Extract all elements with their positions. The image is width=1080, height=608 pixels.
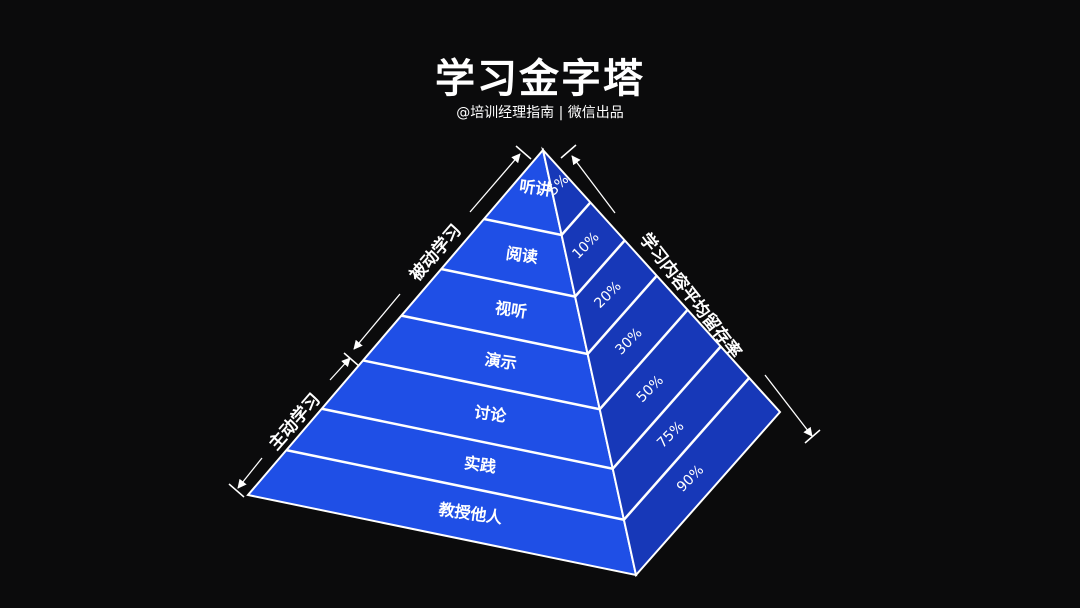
retention-arrow-up [571, 155, 616, 214]
method-label: 阅读 [505, 244, 539, 267]
active-tick-bottom [228, 483, 245, 498]
method-label: 讨论 [473, 402, 508, 425]
level-divider [286, 377, 751, 522]
method-label: 听讲 [518, 176, 552, 199]
passive-tick-bottom [343, 352, 360, 367]
passive-arrow-down [353, 293, 401, 350]
method-label: 实践 [463, 453, 497, 476]
method-label: 视听 [494, 298, 528, 321]
pyramid-side-face [541, 146, 782, 578]
level-dividers [286, 201, 751, 522]
page-title: 学习金字塔 [435, 56, 645, 102]
level-divider [362, 308, 689, 411]
retention-tick-top [560, 144, 577, 159]
level-divider [440, 239, 626, 298]
retention-tick-bottom [804, 429, 821, 444]
page-subtitle: @培训经理指南 | 微信出品 [456, 105, 624, 121]
retention-arrow-down [764, 374, 813, 437]
level-divider [483, 201, 592, 237]
passive-arrow-up [469, 153, 521, 213]
method-label: 演示 [484, 350, 518, 373]
level-divider [401, 274, 658, 356]
passive-tick-top [515, 145, 532, 160]
level-divider [321, 345, 722, 471]
active-arrow-up [329, 357, 351, 381]
active-arrow-down [237, 457, 263, 489]
